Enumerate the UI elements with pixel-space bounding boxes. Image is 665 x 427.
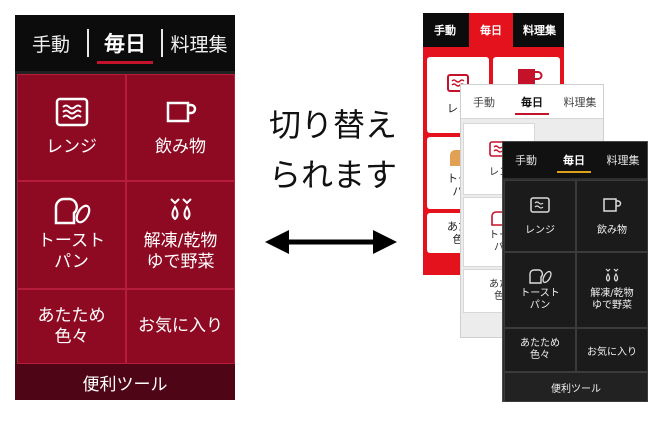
dark-tab-bar: 手動 毎日 料理集 [503, 142, 647, 178]
dark-favorite-label: お気に入り [587, 346, 637, 358]
range-tile[interactable]: レンジ [17, 74, 126, 181]
cup-icon [602, 197, 622, 213]
tab-manual[interactable]: 手動 [15, 15, 87, 71]
tab-recipes-label: 料理集 [170, 33, 228, 56]
active-tab-underline [97, 61, 153, 64]
toast-bread-icon [528, 268, 552, 284]
tab-daily-label: 毎日 [104, 32, 146, 56]
favorite-label: お気に入り [138, 316, 223, 336]
dark-tools-label: 便利ツール [551, 383, 601, 395]
white-tab-bar: 手動 毎日 料理集 [461, 85, 603, 119]
dark-tab-manual[interactable]: 手動 [503, 142, 549, 178]
caption-line-1: 切り替え [268, 106, 397, 144]
cup-icon [515, 65, 543, 89]
tab-separator [87, 29, 89, 57]
drink-tile[interactable]: 飲み物 [126, 74, 235, 181]
favorite-tile[interactable]: お気に入り [126, 289, 235, 364]
red-tab-manual[interactable]: 手動 [423, 13, 467, 47]
main-screen: 手動 毎日 料理集 レンジ 飲み物 トースト パン 解凍/乾物 ゆで野菜 あたた… [15, 15, 235, 400]
white-warm-label: あた 色 [489, 279, 509, 302]
range-wave-icon [55, 97, 89, 127]
white-active-underline [515, 113, 549, 115]
tab-manual-label: 手動 [31, 33, 70, 56]
dark-warm-label: あたため 色々 [520, 338, 560, 361]
red-tab-daily[interactable]: 毎日 [469, 13, 513, 47]
dark-toast-label: トースト パン [520, 288, 560, 311]
range-label: レンジ [46, 137, 97, 157]
dark-tools-button[interactable]: 便利ツール [504, 372, 648, 402]
dark-tab-recipes[interactable]: 料理集 [599, 142, 647, 178]
dark-drink-label: 飲み物 [597, 224, 627, 236]
white-toast-label: トー パ [489, 230, 509, 253]
white-tab-manual[interactable]: 手動 [461, 85, 507, 119]
white-tab-recipes[interactable]: 料理集 [557, 85, 603, 119]
drink-label: 飲み物 [155, 137, 206, 157]
toast-tile[interactable]: トースト パン [17, 181, 126, 289]
main-tab-bar: 手動 毎日 料理集 [15, 15, 235, 71]
tab-daily[interactable]: 毎日 [89, 15, 161, 71]
white-tab-manual-label: 手動 [473, 96, 495, 109]
warm-tile[interactable]: あたため 色々 [17, 289, 126, 364]
red-tab-bar: 手動 毎日 料理集 [423, 13, 564, 47]
defrost-label: 解凍/乾物 ゆで野菜 [143, 231, 218, 272]
tools-label: 便利ツール [82, 374, 168, 395]
tools-button[interactable]: 便利ツール [15, 364, 235, 400]
cup-icon [164, 97, 198, 127]
caption: 切り替え られます [258, 100, 408, 200]
tab-separator [161, 29, 163, 57]
toast-label: トースト パン [37, 231, 106, 272]
white-tab-daily[interactable]: 毎日 [509, 85, 555, 119]
dark-defrost-label: 解凍/乾物 ゆで野菜 [590, 288, 634, 311]
red-tab-recipes[interactable]: 料理集 [515, 13, 564, 47]
warm-label: あたため 色々 [37, 305, 106, 347]
red-tab-manual-label: 手動 [434, 24, 456, 37]
dark-tab-daily-label: 毎日 [563, 154, 585, 167]
defrost-drops-icon [165, 197, 197, 225]
white-tab-daily-label: 毎日 [521, 96, 543, 109]
dark-tab-manual-label: 手動 [515, 154, 537, 167]
dark-drink-tile[interactable]: 飲み物 [576, 180, 648, 252]
defrost-tile[interactable]: 解凍/乾物 ゆで野菜 [126, 181, 235, 289]
dark-toast-tile[interactable]: トースト パン [504, 252, 576, 328]
double-arrow-icon [265, 227, 397, 257]
toast-bread-icon [52, 197, 92, 225]
dark-defrost-tile[interactable]: 解凍/乾物 ゆで野菜 [576, 252, 648, 328]
range-wave-icon [530, 196, 550, 213]
tab-recipes[interactable]: 料理集 [163, 15, 235, 71]
dark-favorite-tile[interactable]: お気に入り [576, 328, 648, 372]
dark-tab-recipes-label: 料理集 [606, 154, 640, 167]
dark-range-tile[interactable]: レンジ [504, 180, 576, 252]
dark-tab-daily[interactable]: 毎日 [551, 142, 597, 178]
white-range-label: レン [489, 166, 509, 178]
caption-line-2: られます [268, 156, 397, 194]
white-tab-recipes-label: 料理集 [563, 96, 597, 109]
red-tab-recipes-label: 料理集 [523, 24, 556, 37]
defrost-drops-icon [603, 268, 621, 284]
dark-theme-screen: 手動 毎日 料理集 レンジ 飲み物 トースト パン 解凍/乾物 ゆで野菜 あたた… [502, 141, 648, 402]
dark-range-label: レンジ [525, 224, 555, 236]
dark-warm-tile[interactable]: あたため 色々 [504, 328, 576, 372]
red-tab-daily-label: 毎日 [480, 24, 502, 37]
dark-active-underline [557, 171, 591, 173]
